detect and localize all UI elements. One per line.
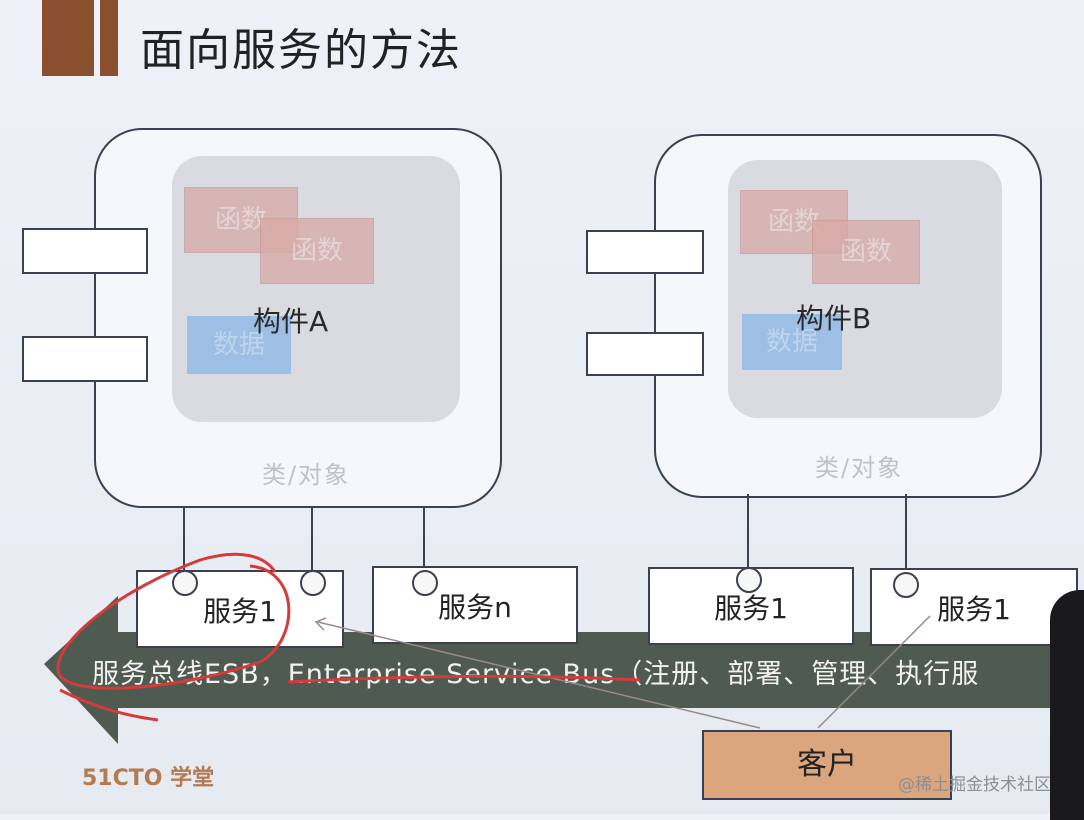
service-interface-knob — [893, 572, 919, 598]
service-interface-knob — [736, 567, 762, 593]
client-box: 客户 — [702, 730, 952, 800]
component-a-port-bottom — [22, 336, 148, 382]
component-b-class-label: 类/对象 — [815, 454, 904, 482]
service-interface-knob — [172, 570, 198, 596]
function-block: 函数 — [260, 218, 374, 284]
service-interface-knob — [300, 570, 326, 596]
slide-title: 面向服务的方法 — [140, 25, 462, 76]
title-decor-bar — [42, 0, 94, 76]
data-block: 数据 — [187, 316, 291, 374]
connector-line — [183, 506, 185, 572]
connector-line — [905, 494, 907, 570]
brand-logo: 51CTO 学堂 — [82, 766, 215, 791]
watermark: @稀土掘金技术社区 — [898, 775, 1051, 795]
data-block: 数据 — [742, 314, 842, 370]
component-b-port-top — [586, 230, 704, 274]
connector-line — [311, 506, 313, 572]
component-a-class-label: 类/对象 — [262, 461, 351, 489]
connector-line — [423, 506, 425, 572]
service-box: 服务n — [372, 566, 578, 644]
component-a-port-top — [22, 228, 148, 274]
title-decor-bar-thin — [100, 0, 118, 76]
presenter-silhouette — [1050, 590, 1084, 820]
component-b-port-bottom — [586, 332, 704, 376]
service-interface-knob — [412, 570, 438, 596]
connector-line — [747, 494, 749, 570]
function-block: 函数 — [812, 220, 920, 284]
component-a-label: 构件A — [253, 305, 329, 338]
component-b-label: 构件B — [796, 302, 872, 335]
